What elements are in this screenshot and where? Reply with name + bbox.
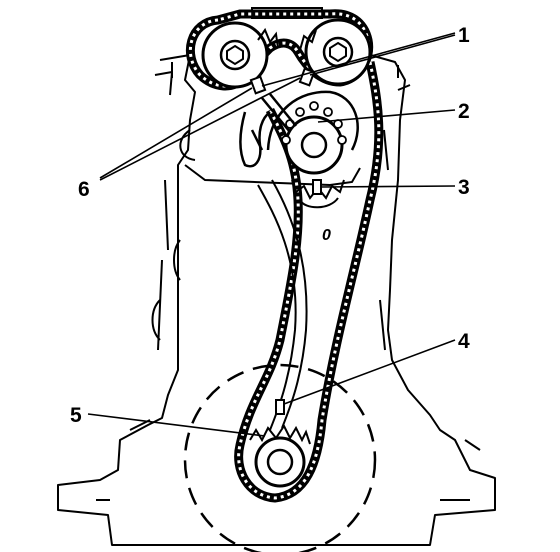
- crank-pulley-dashed-outline: [183, 363, 377, 552]
- crankshaft-sprocket: [249, 424, 311, 488]
- crank-timing-mark: [275, 399, 285, 415]
- leader-lines: [87, 32, 456, 437]
- tensioner-arm: [239, 93, 297, 168]
- callout-2: 2: [458, 100, 470, 123]
- left-camshaft-sprocket: [201, 21, 279, 89]
- intermediate-sprocket: [266, 90, 359, 209]
- engraved-zero-mark: 0: [322, 227, 331, 244]
- callout-5: 5: [70, 404, 82, 427]
- callout-labels: 1 2 3 4 5 6: [70, 24, 470, 427]
- callout-4: 4: [458, 330, 470, 353]
- callout-6: 6: [78, 178, 90, 201]
- right-camshaft-sprocket: [299, 18, 372, 86]
- callout-1: 1: [458, 24, 470, 47]
- engine-block-outline: [57, 54, 496, 546]
- intermediate-timing-mark: [312, 179, 322, 195]
- callout-3: 3: [458, 176, 470, 199]
